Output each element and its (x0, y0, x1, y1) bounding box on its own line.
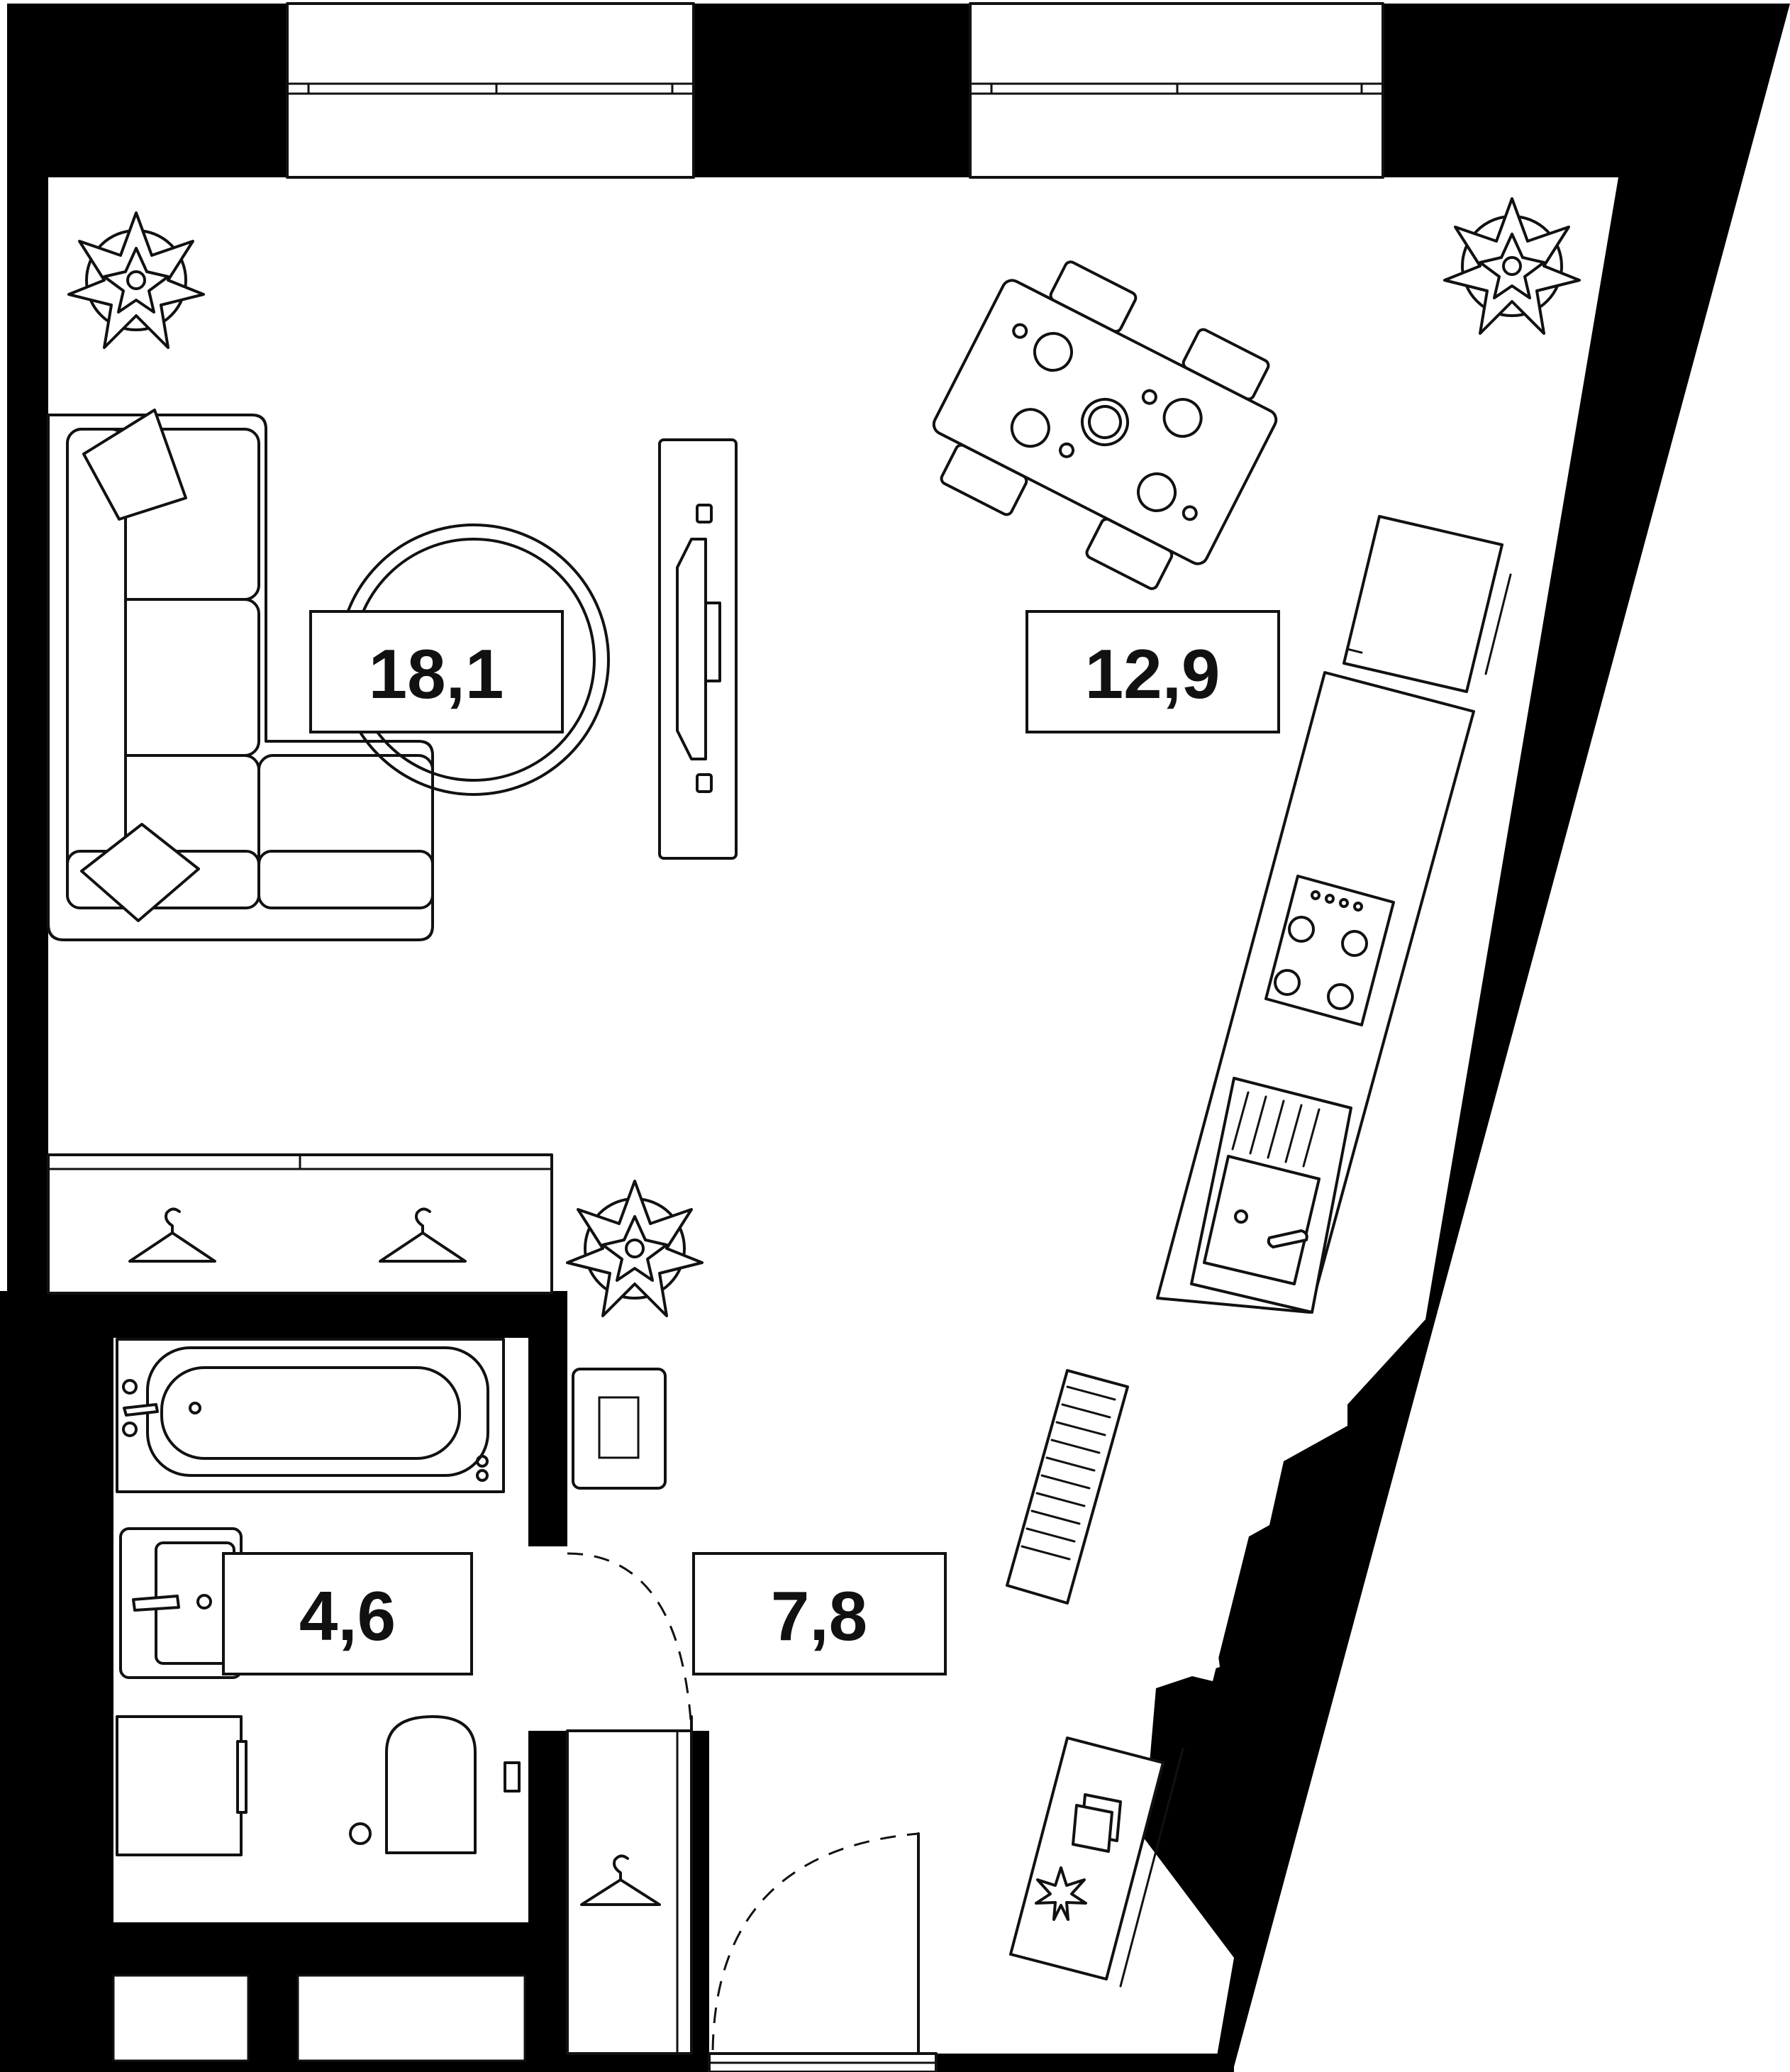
radiator-icon (1006, 1369, 1129, 1605)
shaft-1 (1170, 1362, 1287, 1451)
bathroom-wall-top (0, 1291, 567, 1338)
door-icon (567, 1552, 693, 1732)
wall-niche-2 (296, 1974, 526, 2062)
stove-icon (1264, 875, 1395, 1026)
hall-column (691, 1731, 709, 2071)
outer-wall-left-bottom (0, 1302, 113, 2072)
wardrobe-icon (566, 1729, 693, 2055)
hanger-icon (580, 1854, 661, 1906)
outer-wall-bottom-right (936, 2054, 1234, 2072)
room-label-living: 18,1 (309, 610, 564, 733)
bathroom-wall-right-lower (528, 1731, 567, 2071)
sofa-icon (47, 409, 434, 941)
door-icon (711, 1832, 920, 2055)
washing-machine-icon (116, 1715, 248, 1856)
outer-wall-top-right (1143, 4, 1790, 2072)
room-area-kitchen: 12,9 (1085, 635, 1221, 713)
washbasin-icon (119, 1527, 243, 1679)
tv-icon (658, 438, 738, 860)
wardrobe-icon (47, 1153, 553, 1295)
bathroom-wall-right-upper (528, 1291, 567, 1546)
room-label-kitchen: 12,9 (1025, 610, 1280, 733)
hanger-icon (128, 1207, 216, 1263)
console-table-icon (1009, 1736, 1184, 1988)
room-area-living: 18,1 (369, 635, 504, 713)
room-area-hallway: 7,8 (771, 1577, 867, 1655)
toilet-icon (349, 1715, 521, 1854)
hanger-icon (379, 1207, 467, 1263)
plant-icon (566, 1180, 704, 1317)
dining-table-icon (932, 260, 1278, 590)
room-label-bathroom: 4,6 (222, 1552, 473, 1675)
shower-tray (572, 1368, 667, 1490)
wall-niche-1 (112, 1974, 250, 2062)
outer-wall-top-middle (694, 4, 970, 177)
room-area-bathroom: 4,6 (299, 1577, 396, 1655)
outer-wall-top-left (7, 4, 287, 1302)
plant-icon (1443, 197, 1581, 335)
fridge-icon (1342, 515, 1512, 693)
bathroom-wall-bottom (106, 1922, 567, 1972)
shaft-2 (1110, 1472, 1259, 1681)
sink-icon (1190, 1077, 1352, 1314)
bathtub-icon (116, 1338, 505, 1493)
window-icon (708, 2052, 938, 2072)
room-label-hallway: 7,8 (692, 1552, 947, 1675)
plant-icon (67, 211, 205, 349)
window-icon (286, 2, 695, 179)
window-icon (969, 2, 1384, 179)
